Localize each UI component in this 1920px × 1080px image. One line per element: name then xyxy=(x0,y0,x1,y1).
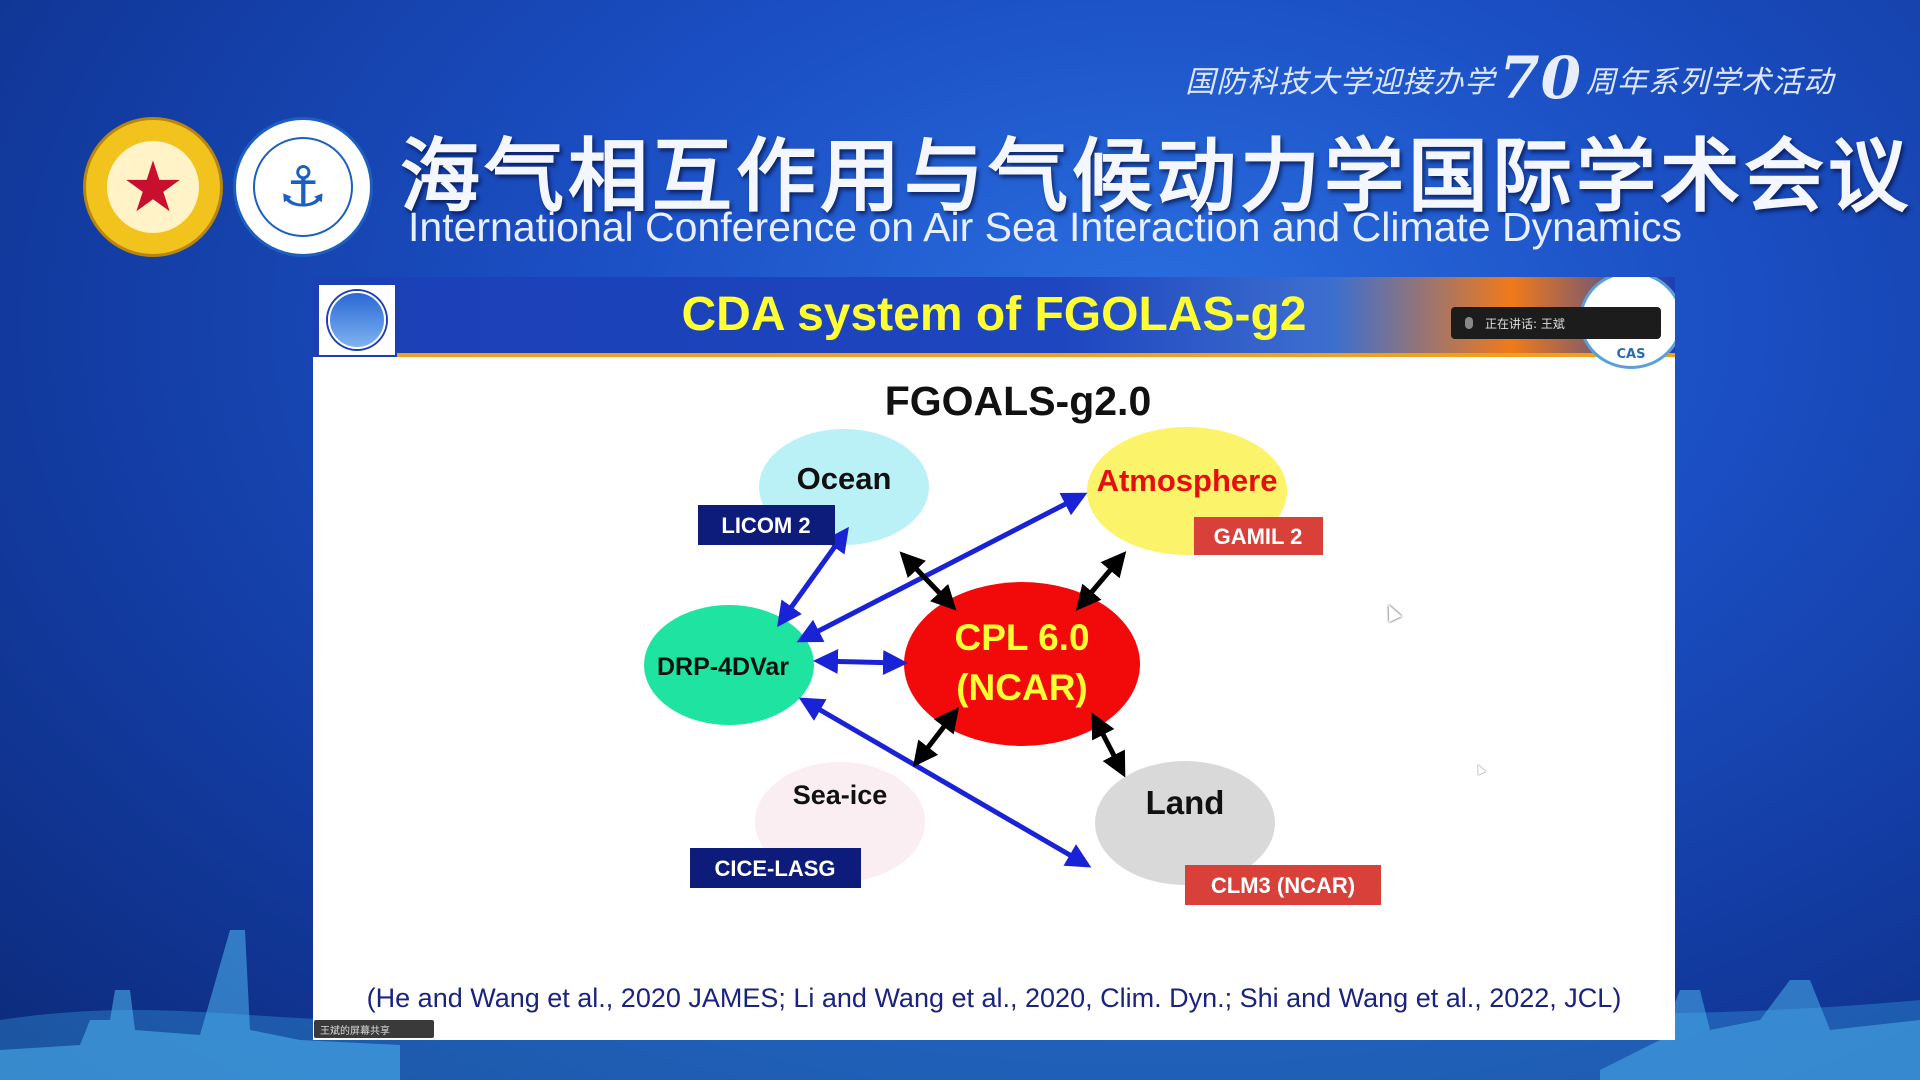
anchor-icon: ⚓ xyxy=(253,137,353,237)
land-label: Land xyxy=(1146,784,1225,821)
red-star-icon: ★ xyxy=(107,141,199,233)
drp-node xyxy=(644,605,814,725)
land-node xyxy=(1095,761,1275,885)
cpl-label-line2: (NCAR) xyxy=(956,667,1088,708)
citation-text: (He and Wang et al., 2020 JAMES; Li and … xyxy=(366,983,1622,1013)
ocean-label: Ocean xyxy=(797,461,892,496)
arrow-drp-land xyxy=(798,697,1092,868)
arrow-seaice-cpl xyxy=(912,707,960,767)
globe-icon xyxy=(328,291,386,349)
microphone-icon xyxy=(1465,317,1473,329)
screen-share-indicator[interactable]: 王斌的屏幕共享 xyxy=(314,1020,434,1038)
diagram-title: FGOALS-g2.0 xyxy=(885,378,1152,424)
screen-share-label: 王斌的屏幕共享 xyxy=(320,1025,390,1037)
licom-tag-box xyxy=(698,505,835,545)
series-suffix: 周年系列学术活动 xyxy=(1586,65,1834,100)
slide-title: CDA system of FGOLAS-g2 xyxy=(681,288,1307,341)
speaking-indicator-text: 正在讲话: 王斌 xyxy=(1485,316,1565,331)
gamil-tag: GAMIL 2 xyxy=(1214,524,1303,549)
atmosphere-label: Atmosphere xyxy=(1097,463,1278,498)
conference-title-chinese: 海气相互作用与气候动力学国际学术会议 xyxy=(400,129,1912,223)
cice-tag: CICE-LASG xyxy=(715,856,836,881)
clm3-tag: CLM3 (NCAR) xyxy=(1211,873,1355,898)
conference-title-english: International Conference on Air Sea Inte… xyxy=(408,204,1682,250)
arrow-land-cpl xyxy=(1091,712,1126,778)
cas-logo-text: CAS xyxy=(1616,347,1646,362)
arrow-ocean-cpl xyxy=(899,551,957,611)
shared-slide: CDA system of FGOLAS-g2 CAS 正在讲话: 王斌 FGO… xyxy=(313,277,1675,1040)
series-prefix: 国防科技大学迎接办学 xyxy=(1185,65,1496,100)
speaking-indicator: 正在讲话: 王斌 xyxy=(1451,307,1661,339)
cpl-label-line1: CPL 6.0 xyxy=(954,617,1089,658)
arrow-atmosphere-cpl xyxy=(1075,551,1127,611)
gamil-tag-box xyxy=(1194,517,1323,555)
college-seal-logo: ⚓ xyxy=(233,117,373,257)
cice-tag-box xyxy=(690,848,861,888)
lasg-logo xyxy=(317,283,397,357)
anniversary-number: 70 xyxy=(1499,44,1582,112)
fgoals-diagram: FGOALS-g2.0 Ocean Atmosphere DRP-4DVar C… xyxy=(644,378,1381,905)
licom-tag: LICOM 2 xyxy=(721,513,810,538)
seaice-label: Sea-ice xyxy=(793,780,888,810)
arrow-drp-cpl xyxy=(813,648,908,676)
drp-label: DRP-4DVar xyxy=(657,653,789,681)
university-seal-logo: ★ xyxy=(83,117,223,257)
slide-header-bar xyxy=(313,277,1675,357)
cpl-node xyxy=(904,582,1140,746)
clm3-tag-box xyxy=(1185,865,1381,905)
